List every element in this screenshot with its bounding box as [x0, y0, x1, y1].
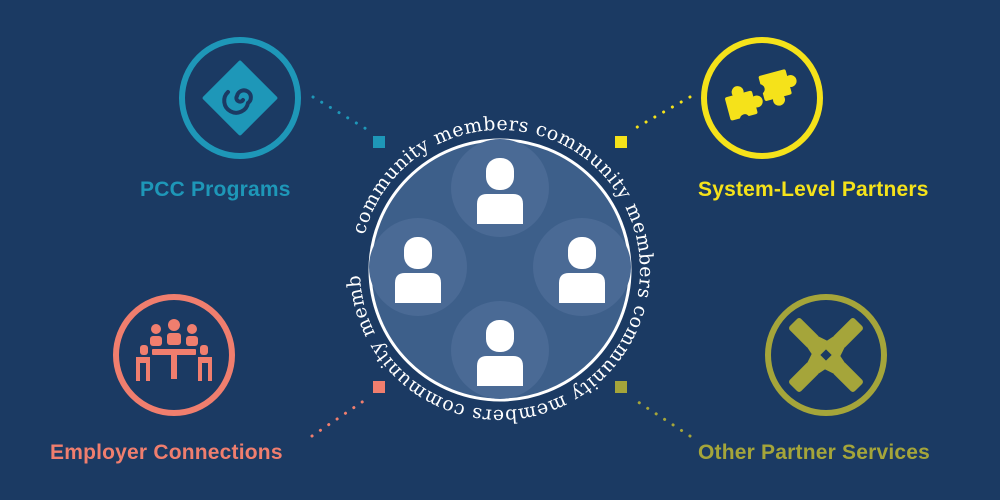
meeting-table-icon [136, 319, 212, 381]
system-level-partners-label: System-Level Partners [698, 178, 929, 201]
connector-other [630, 396, 692, 438]
connector-node-employer [373, 381, 385, 393]
spiral-diamond-icon [202, 60, 278, 136]
employer-connections-label: Employer Connections [50, 441, 283, 464]
pcc-programs-node [179, 37, 301, 159]
joined-hands-icon [789, 318, 863, 392]
connector-node-pcc [373, 136, 385, 148]
pcc-programs-label: PCC Programs [140, 178, 291, 201]
connector-pcc [311, 95, 370, 132]
other-partner-services-label: Other Partner Services [698, 441, 931, 464]
system-level-partners-node [701, 37, 823, 159]
connector-node-system [615, 136, 627, 148]
person-bubble-left [369, 218, 467, 316]
person-bubble-top [451, 139, 549, 237]
community-people [369, 139, 631, 399]
connector-system [630, 95, 692, 132]
person-bubble-bottom [451, 301, 549, 399]
connectors [310, 95, 692, 438]
person-bubble-right [533, 218, 631, 316]
connector-employer [310, 396, 370, 438]
other-partner-services-node [765, 294, 887, 416]
puzzle-pieces-icon [725, 69, 797, 125]
employer-connections-node [113, 294, 235, 416]
connector-node-other [615, 381, 627, 393]
